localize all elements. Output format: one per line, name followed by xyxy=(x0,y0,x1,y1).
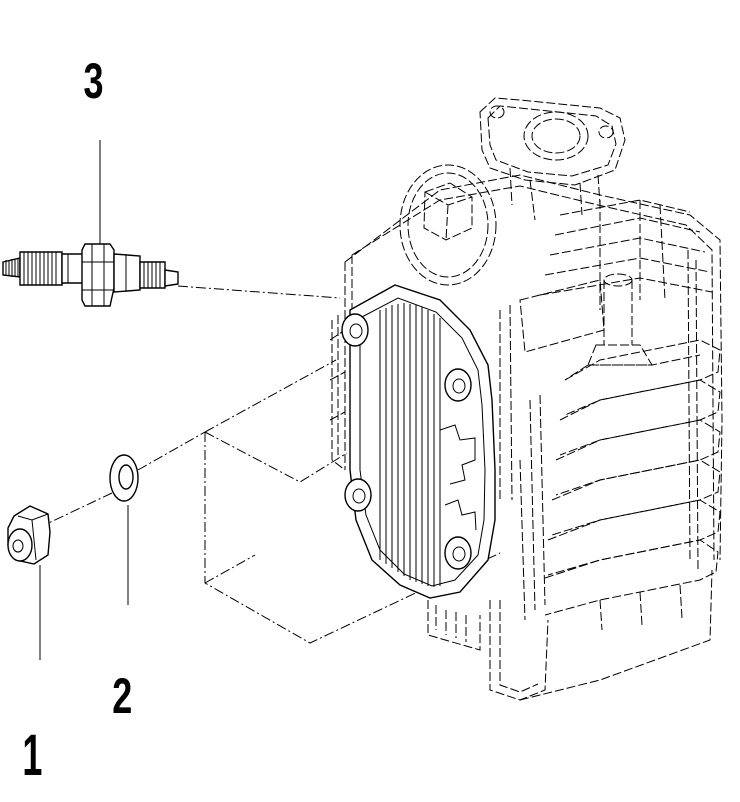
callout-number-2: 2 xyxy=(112,669,132,724)
spark-plug xyxy=(2,243,179,307)
cap-nut xyxy=(7,505,51,565)
callout-number-3: 3 xyxy=(84,54,104,109)
assembly-guide-lines xyxy=(37,285,501,644)
side-cover xyxy=(341,284,496,599)
callout-number-1: 1 xyxy=(22,723,42,788)
washer xyxy=(109,454,139,502)
leader-lines xyxy=(39,140,129,660)
